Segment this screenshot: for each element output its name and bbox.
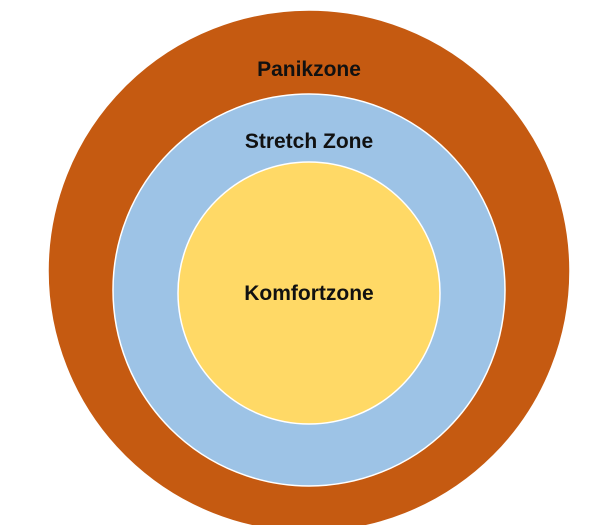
comfort-zone-circle xyxy=(177,161,441,425)
comfort-zone-label: Komfortzone xyxy=(244,282,374,305)
panic-zone-label: Panikzone xyxy=(257,58,361,81)
stretch-zone-label: Stretch Zone xyxy=(245,130,373,153)
